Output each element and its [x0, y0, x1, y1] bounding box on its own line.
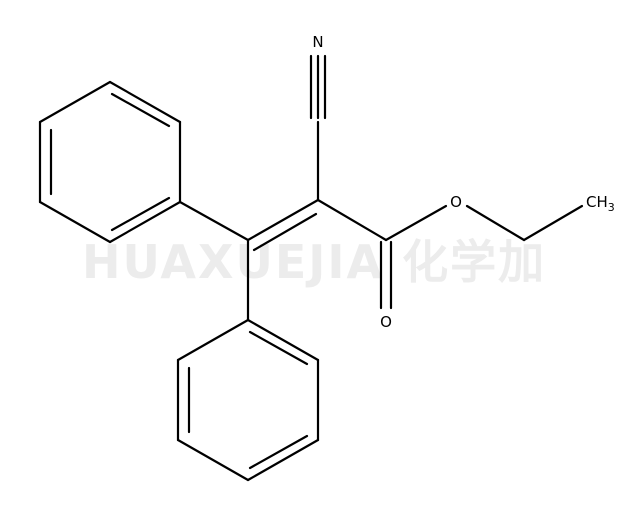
- watermark: HUAXUEJIA 化学加: [82, 235, 546, 289]
- methyl-c: CH: [586, 193, 608, 211]
- bond: [246, 318, 320, 362]
- bond: [38, 200, 112, 244]
- bond: [38, 80, 112, 124]
- inner-double-bond: [248, 434, 309, 470]
- alkene-double-bond: [252, 212, 318, 252]
- bond: [178, 200, 250, 242]
- alkene-double-bond: [246, 198, 320, 242]
- bond: [176, 318, 250, 362]
- ester-group: O O CH3: [316, 193, 615, 331]
- bond: [246, 438, 320, 482]
- lower-phenyl-ring: [176, 318, 320, 482]
- bond: [176, 438, 250, 482]
- bond: [465, 204, 526, 242]
- ester-oxygen-label: O: [450, 193, 462, 211]
- bond: [384, 204, 448, 242]
- carbonyl-oxygen-label: O: [380, 313, 392, 331]
- methyl-subscript: 3: [608, 201, 615, 214]
- bond: [522, 204, 584, 242]
- inner-double-bond: [248, 330, 309, 366]
- bond: [108, 80, 182, 124]
- bond: [316, 198, 388, 242]
- inner-double-bond: [110, 196, 171, 232]
- upper-phenyl-ring: [38, 80, 182, 244]
- central-alkene: [178, 198, 320, 322]
- nitrogen-label: N: [312, 33, 323, 51]
- methyl-label: CH3: [586, 193, 615, 214]
- nitrile-group: N: [309, 33, 327, 202]
- bond: [108, 200, 182, 244]
- inner-double-bond: [110, 92, 171, 128]
